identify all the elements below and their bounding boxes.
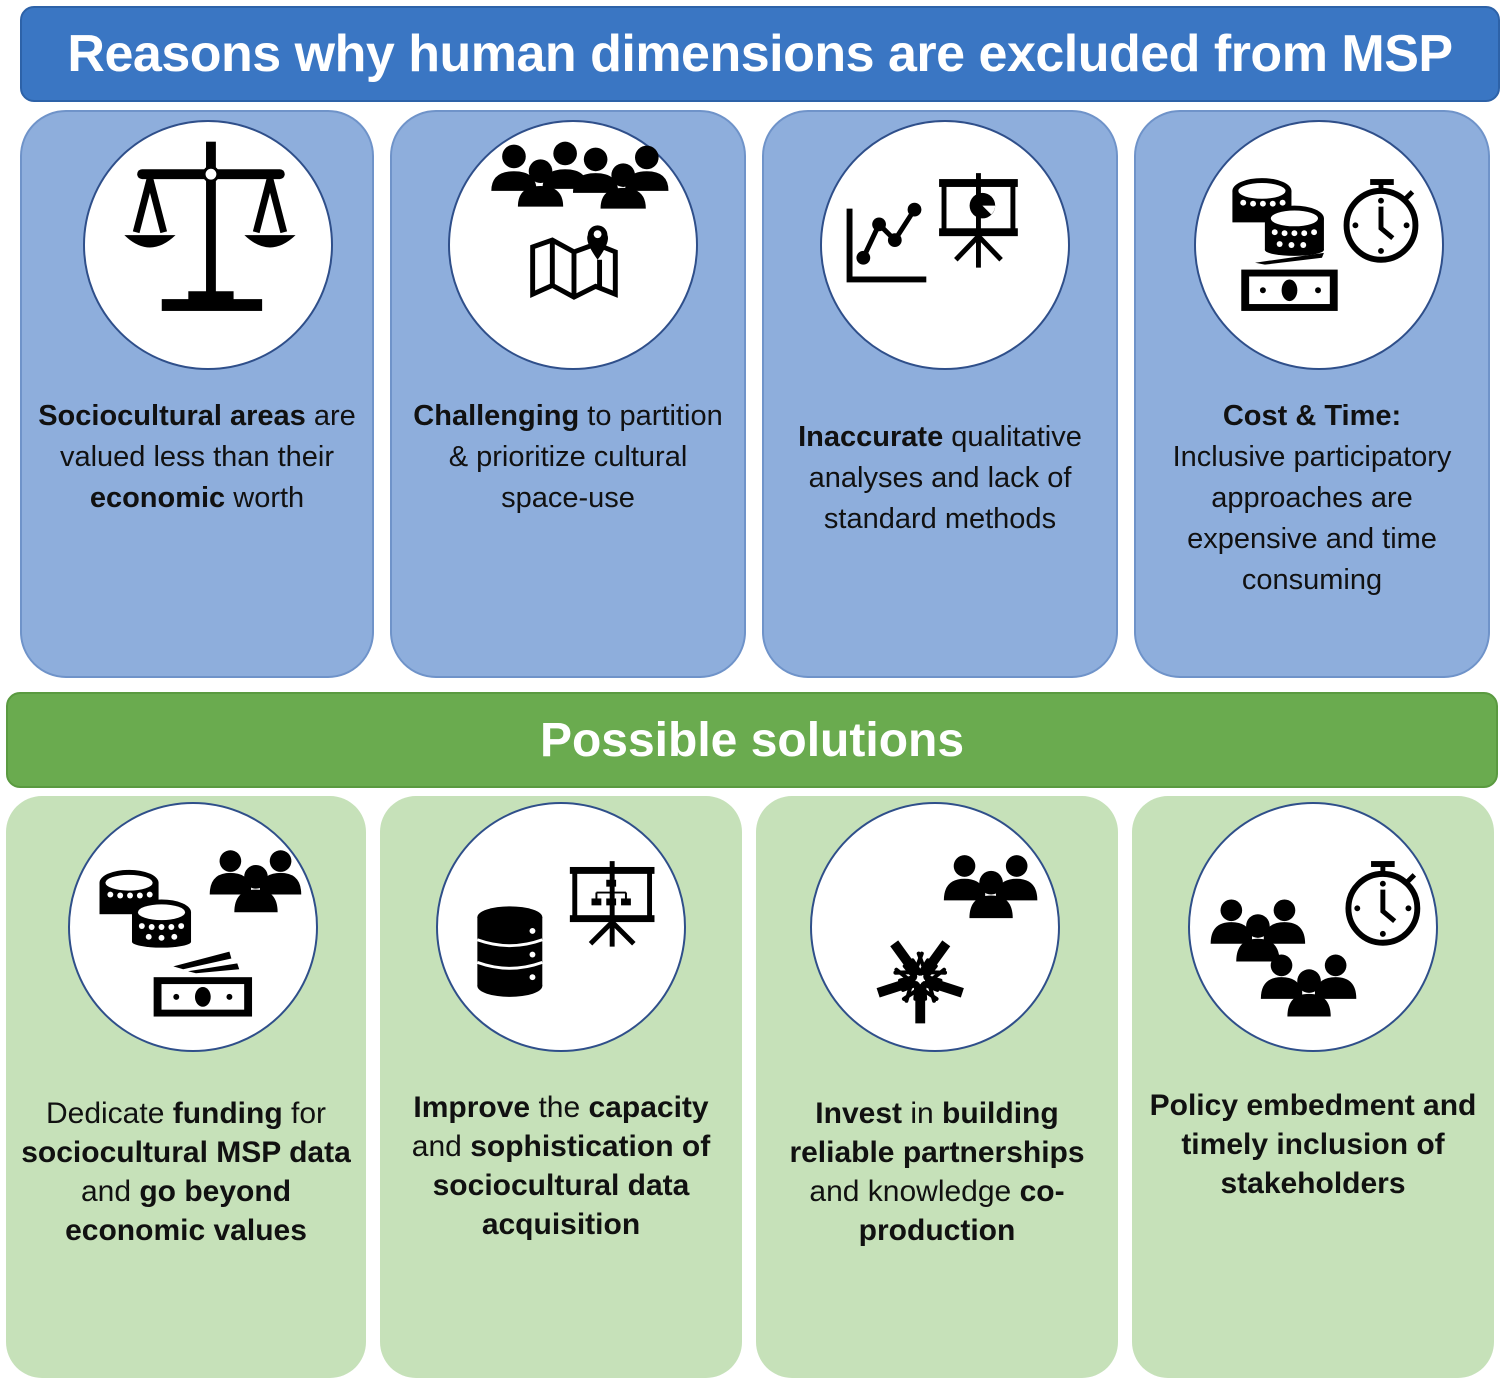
text-bold: sociocultural MSP data [21,1136,351,1169]
people-group-icon [209,850,302,913]
text-bold: co-production [858,1175,1065,1247]
reason-card-4: Cost & Time: Inclusive participatory app… [1134,110,1490,678]
reason-text-1: Sociocultural areas are valued less than… [22,396,372,519]
text-bold: go beyond economic values [65,1175,307,1247]
reasons-title: Reasons why human dimensions are exclude… [67,25,1453,83]
reasons-header: Reasons why human dimensions are exclude… [20,6,1500,102]
stopwatch-icon [1345,861,1421,946]
solution-icon-circle [810,802,1060,1052]
solution-text-2: Improve the capacity and sophistication … [380,1088,742,1244]
people-groups-icon [1210,899,1357,1017]
text-bold: funding [172,1097,283,1130]
solution-icon-circle [68,802,318,1052]
text-normal: qualitative analyses and lack of standar… [808,421,1082,535]
text-bold: Policy embedment and timely inclusion of… [1149,1089,1477,1200]
reason-card-1: Sociocultural areas are valued less than… [20,110,374,678]
reason-icon-circle [448,120,698,370]
solution-card-1: Dedicate funding for sociocultural MSP d… [6,796,366,1378]
reason-card-2: Challenging to partition & prioritize cu… [390,110,746,678]
text-bold: Sociocultural areas [38,400,306,432]
line-chart-icon [846,202,927,283]
text-normal: are valued less than their [59,400,356,473]
crowd-icon [491,141,669,209]
people-group-icon [943,855,1038,919]
text-normal: to partition & prioritize cultural space… [448,400,723,514]
map-pin-icon [530,225,618,300]
hands-together-icon [876,940,964,1024]
text-normal: Dedicate [45,1097,173,1130]
solution-text-4: Policy embedment and timely inclusion of… [1132,1086,1494,1203]
solution-text-1: Dedicate funding for sociocultural MSP d… [6,1094,366,1250]
solution-text-3: Invest in building reliable partnerships… [756,1094,1118,1250]
text-normal: and [411,1130,471,1163]
text-bold: Invest [815,1097,903,1130]
solutions-title: Possible solutions [539,713,965,767]
reason-icon-circle [1194,120,1444,370]
reason-icon-circle [820,120,1070,370]
coins-money-icon [1232,178,1338,311]
text-normal: the [530,1091,589,1124]
solution-icon-circle [436,802,686,1052]
text-bold: economic [89,482,226,514]
text-normal: in [902,1097,943,1130]
text-bold: building reliable partnerships [789,1097,1085,1169]
text-bold: Improve [413,1091,531,1124]
solution-card-4: Policy embedment and timely inclusion of… [1132,796,1494,1378]
coins-icon [99,869,192,948]
text-bold: Challenging [413,400,580,432]
reason-text-4: Cost & Time: Inclusive participatory app… [1136,396,1488,601]
reason-card-3: Inaccurate qualitative analyses and lack… [762,110,1118,678]
text-normal: worth [225,482,305,514]
presentation-org-chart-icon [569,861,655,947]
solution-card-2: Improve the capacity and sophistication … [380,796,742,1378]
text-normal: for [282,1097,327,1130]
stopwatch-icon [1343,179,1419,263]
reason-icon-circle [83,120,333,370]
text-normal: and knowledge [809,1175,1020,1208]
solutions-header: Possible solutions [6,692,1498,788]
text-bold: Cost & Time: [1222,400,1402,432]
text-normal: and [80,1175,140,1208]
text-normal: Inclusive participatory approaches are e… [1172,441,1452,596]
money-bill-icon [153,951,253,1017]
database-icon [476,906,543,997]
reason-text-2: Challenging to partition & prioritize cu… [392,396,744,519]
balance-scale-icon [124,141,296,311]
solution-icon-circle [1188,802,1438,1052]
text-bold: capacity [588,1091,709,1124]
reason-text-3: Inaccurate qualitative analyses and lack… [764,417,1116,540]
text-bold: Inaccurate [798,421,944,453]
solution-card-3: Invest in building reliable partnerships… [756,796,1118,1378]
presentation-pie-icon [939,173,1018,268]
text-bold: sophistication of sociocultural data acq… [432,1130,711,1241]
